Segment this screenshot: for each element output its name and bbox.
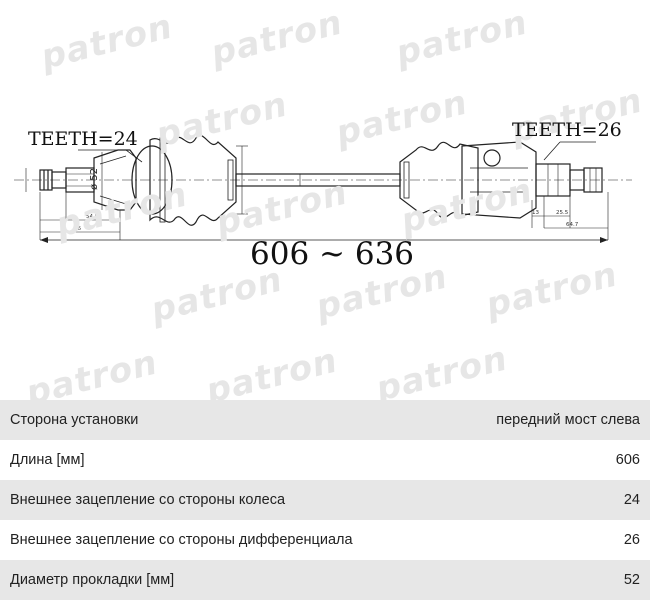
dim-right-small-1: 13: [532, 210, 539, 216]
spec-row: Длина [мм]606: [0, 440, 650, 480]
spec-label: Сторона установки: [0, 400, 448, 440]
dim-left-small: 54.5: [86, 214, 99, 220]
spec-label: Внешнее зацепление со стороны дифференци…: [0, 520, 448, 560]
dim-right-small-2: 25.5: [556, 210, 569, 216]
dim-left-diameter: ø 52: [89, 168, 100, 190]
spec-label: Длина [мм]: [0, 440, 448, 480]
spec-value: 606: [447, 440, 650, 480]
spec-label: Внешнее зацепление со стороны колеса: [0, 480, 448, 520]
spec-value: передний мост слева: [447, 400, 650, 440]
spec-value: 24: [447, 480, 650, 520]
dim-left-total: 86: [74, 226, 81, 232]
spec-value: 26: [447, 520, 650, 560]
length-range-label: 606 ~ 636: [250, 236, 415, 272]
technical-drawing: patron patron patron patron patron patro…: [14, 2, 647, 414]
drive-shaft-drawing: 54.5 86 13 25.5 64.7 ø 52: [14, 135, 632, 243]
spec-row: Внешнее зацепление со стороны дифференци…: [0, 520, 650, 560]
teeth-left-label: TEETH=24: [28, 128, 138, 150]
teeth-right-label: TEETH=26: [512, 119, 622, 141]
dim-right-total: 64.7: [566, 222, 579, 228]
spec-label: Диаметр прокладки [мм]: [0, 560, 448, 600]
spec-value: 52: [447, 560, 650, 600]
spec-row: Диаметр прокладки [мм]52: [0, 560, 650, 600]
